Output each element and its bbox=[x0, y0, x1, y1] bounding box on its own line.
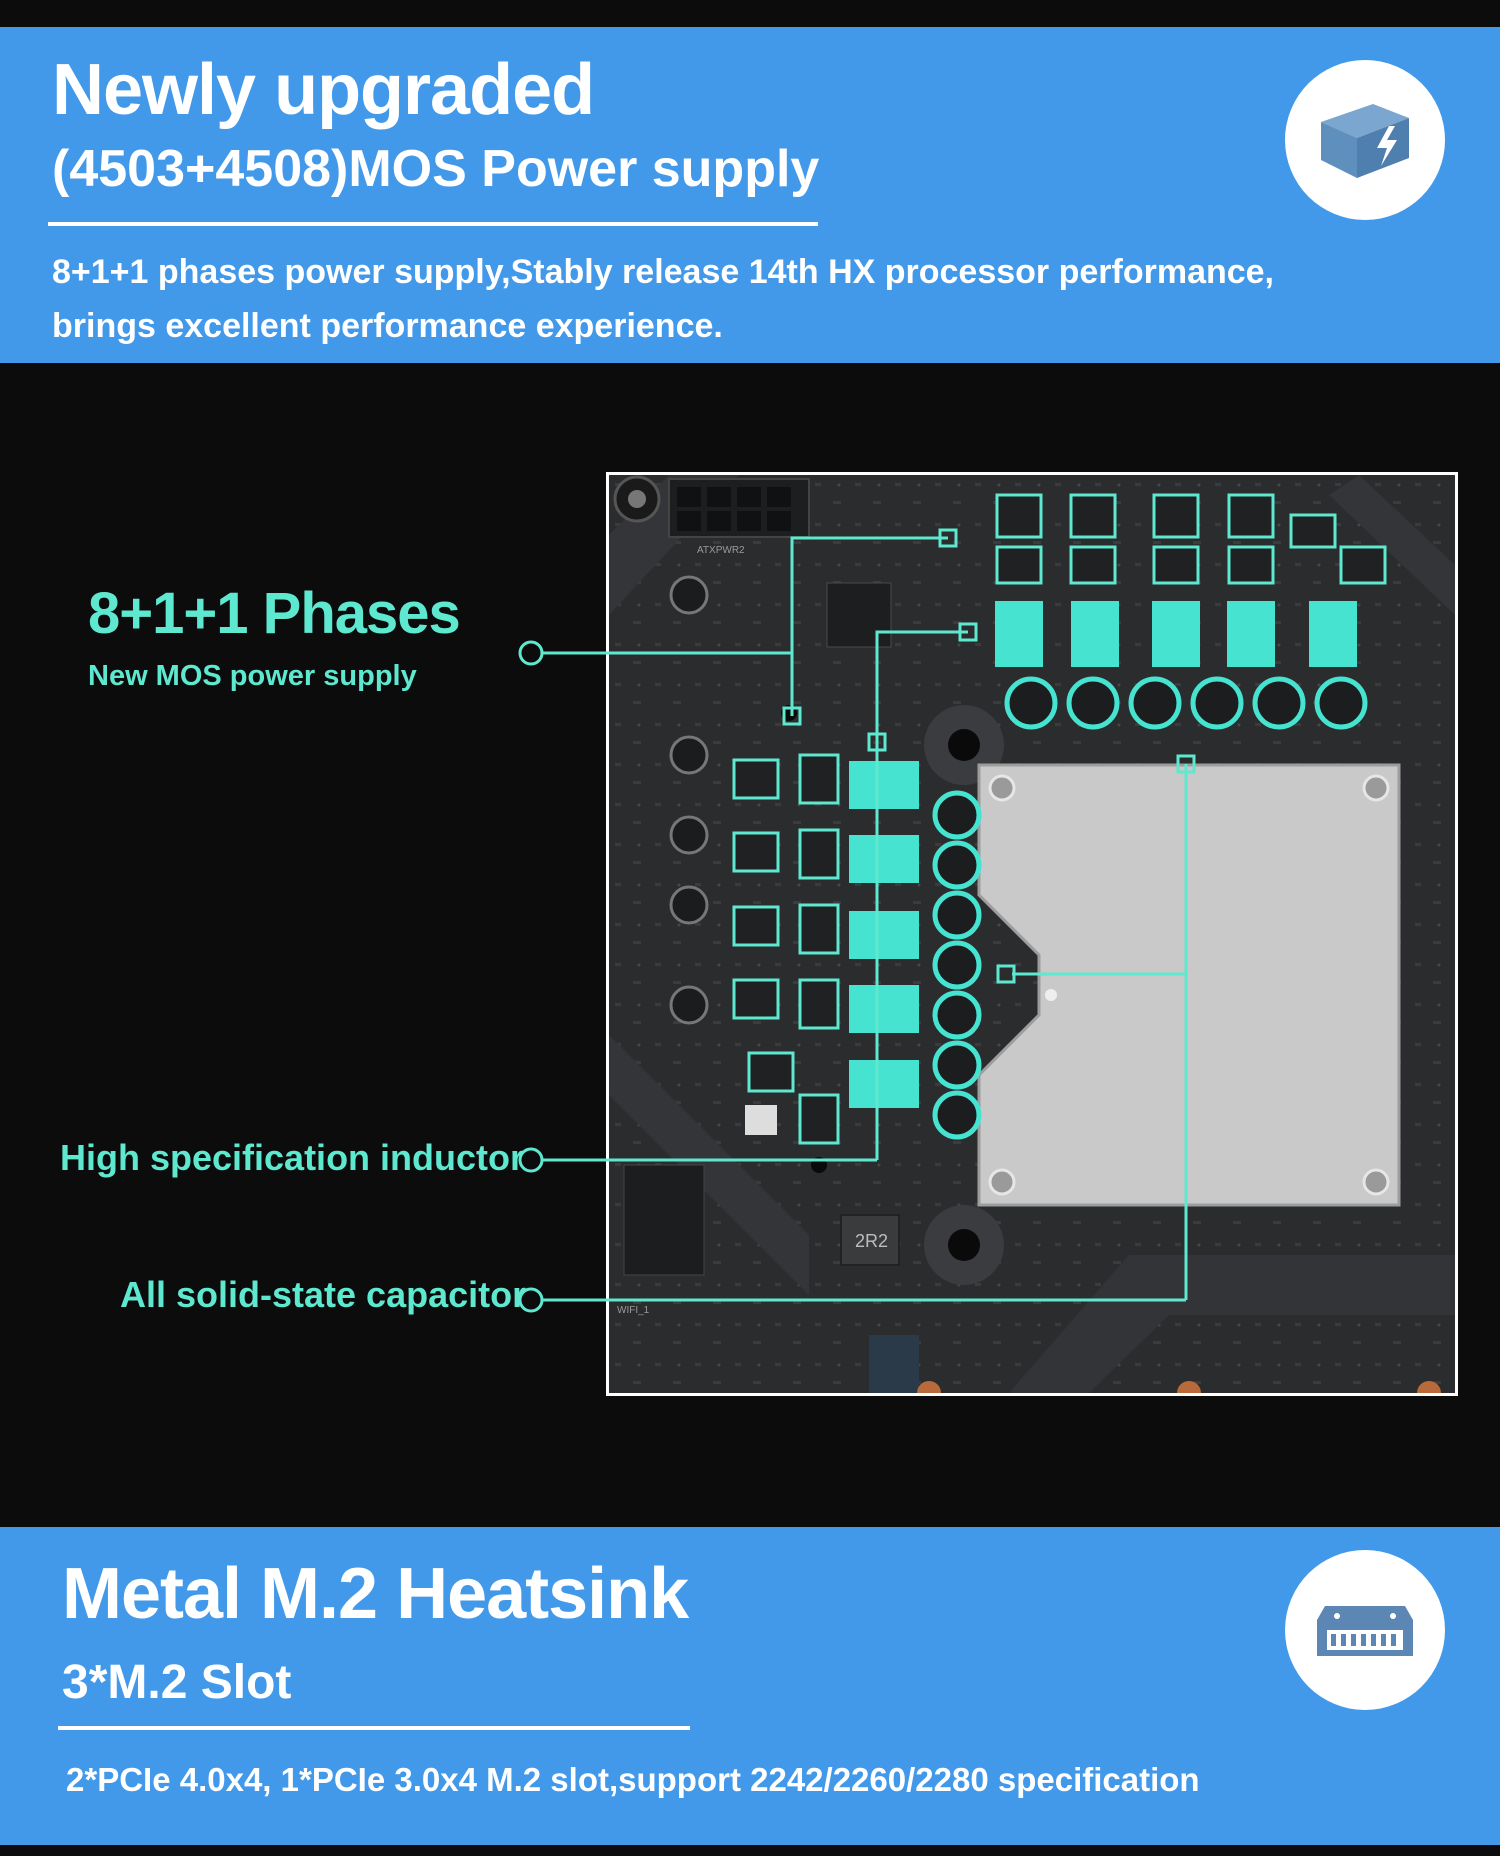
title-underline bbox=[48, 222, 818, 226]
phases-subtitle: New MOS power supply bbox=[88, 660, 417, 692]
motherboard-photo: ATXPWR2 bbox=[606, 472, 1458, 1396]
phases-dot bbox=[518, 640, 544, 666]
heatsink-banner: Metal M.2 Heatsink 3*M.2 Slot 2*PCIe 4.0… bbox=[0, 1527, 1500, 1845]
section-description: 8+1+1 phases power supply,Stably release… bbox=[52, 245, 1274, 353]
section-subtitle: (4503+4508)MOS Power supply bbox=[52, 140, 820, 198]
section-subtitle-slots: 3*M.2 Slot bbox=[62, 1656, 292, 1709]
phases-title: 8+1+1 Phases bbox=[88, 581, 461, 646]
description-line-2: brings excellent performance experience. bbox=[52, 307, 723, 345]
inductor-marking: 2R2 bbox=[855, 1231, 888, 1251]
motherboard-illustration: ATXPWR2 bbox=[609, 475, 1455, 1393]
wifi-marking: WIFI_1 bbox=[617, 1305, 650, 1316]
atx-marking: ATXPWR2 bbox=[697, 545, 745, 556]
memory-module-icon bbox=[1285, 1550, 1445, 1710]
power-supply-banner: Newly upgraded (4503+4508)MOS Power supp… bbox=[0, 27, 1500, 363]
section-title-heatsink: Metal M.2 Heatsink bbox=[62, 1554, 689, 1634]
title-underline-heatsink bbox=[58, 1726, 690, 1730]
capacitor-dot bbox=[518, 1287, 544, 1313]
inductor-label: High specification inductor bbox=[60, 1137, 525, 1178]
power-box-icon bbox=[1285, 60, 1445, 220]
description-line-1: 8+1+1 phases power supply,Stably release… bbox=[52, 253, 1275, 291]
inductor-dot bbox=[518, 1147, 544, 1173]
section-title: Newly upgraded bbox=[52, 50, 595, 130]
heatsink-description: 2*PCIe 4.0x4, 1*PCIe 3.0x4 M.2 slot,supp… bbox=[66, 1761, 1200, 1798]
capacitor-label: All solid-state capacitor bbox=[120, 1274, 527, 1315]
